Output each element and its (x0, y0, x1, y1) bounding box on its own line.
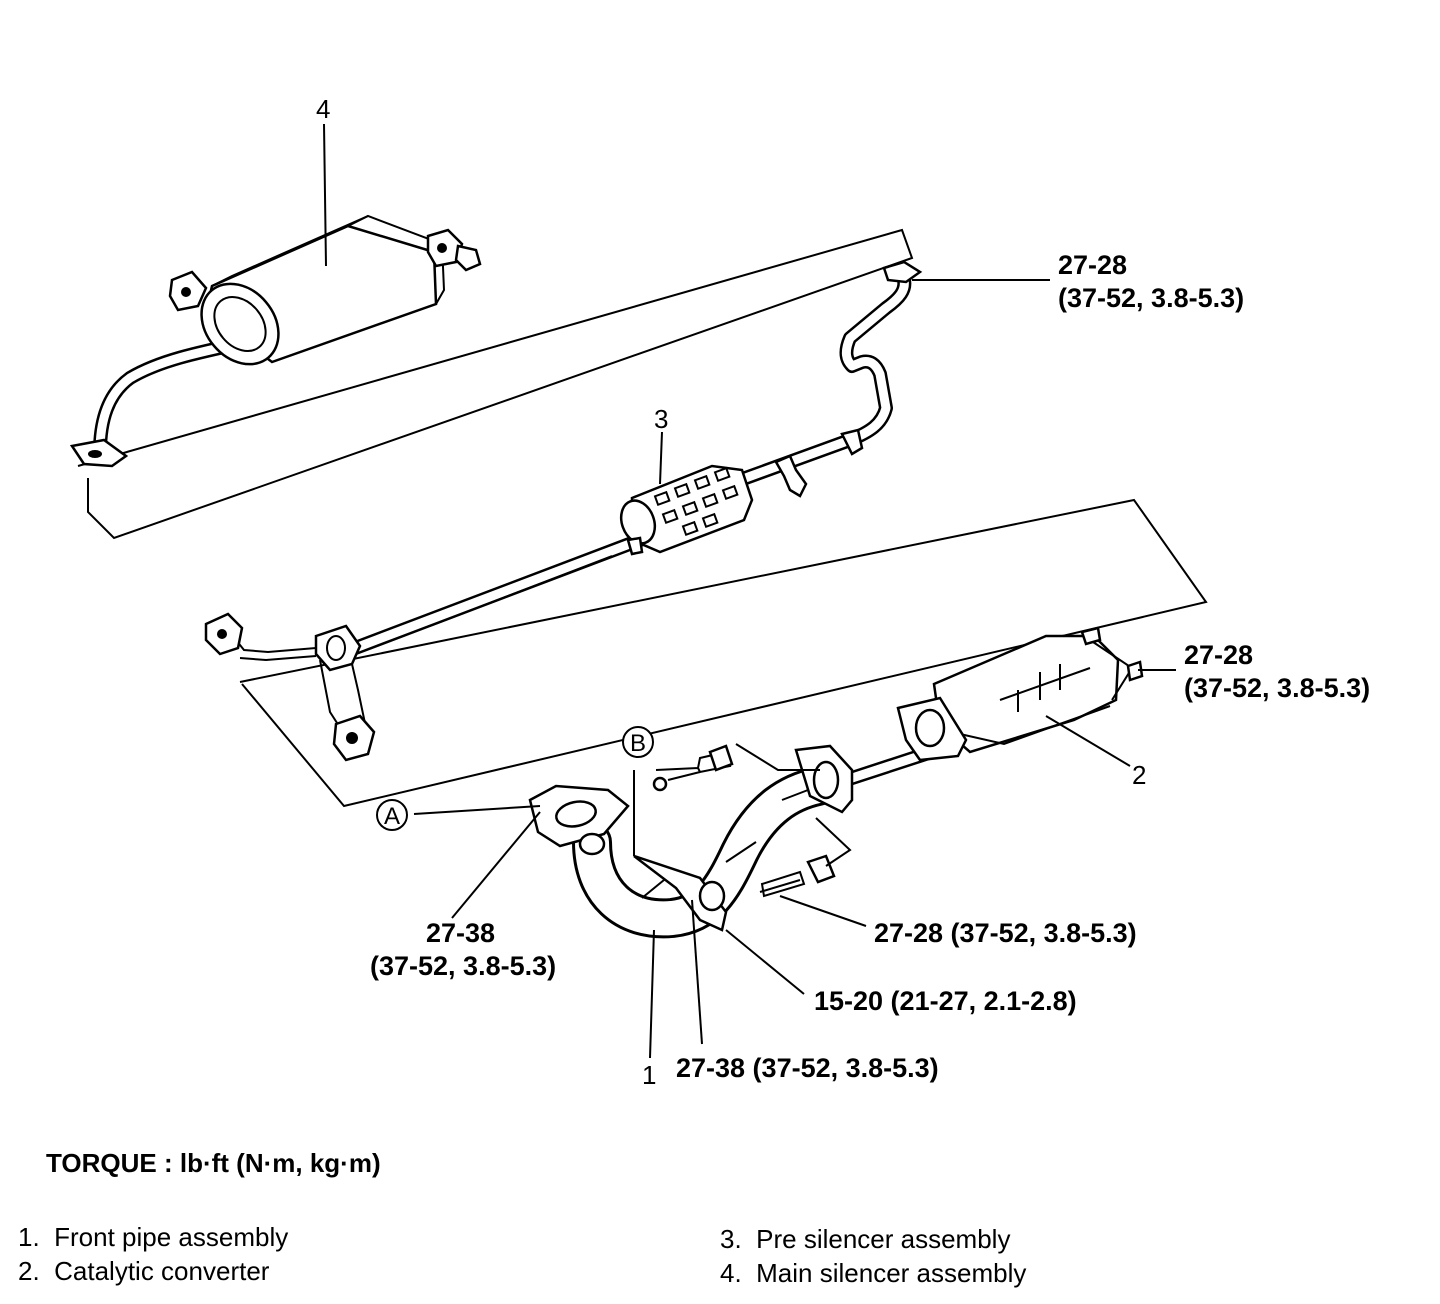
legend-item-4: 4. Main silencer assembly (720, 1258, 1027, 1288)
reference-b-label: B (630, 730, 646, 757)
torque-rear-joint-line1: 27-28 (1058, 250, 1127, 280)
catalytic-converter (839, 626, 1144, 787)
legend-left-column: 1. Front pipe assembly 2. Catalytic conv… (18, 1220, 288, 1288)
legend-item-2: 2. Catalytic converter (18, 1256, 270, 1286)
reference-b-marker: B (622, 726, 654, 758)
torque-manifold-joint-line2: (37-52, 3.8-5.3) (370, 951, 556, 981)
front-pipe-assembly (528, 744, 854, 939)
torque-unit-note: TORQUE : lb·ft (N·m, kg·m) (46, 1148, 381, 1178)
legend-item-3: 3. Pre silencer assembly (720, 1224, 1011, 1254)
callout-part-1: 1 (642, 1060, 656, 1090)
main-silencer-outline-box (77, 228, 914, 540)
torque-bracket-bolt: 15-20 (21-27, 2.1-2.8) (814, 986, 1077, 1016)
torque-cat-joint-line1: 27-28 (1184, 640, 1253, 670)
torque-cat-joint-line2: (37-52, 3.8-5.3) (1184, 673, 1370, 703)
torque-manifold-joint-line1: 27-38 (426, 918, 495, 948)
reference-a-marker: A (376, 799, 408, 831)
torque-mid-bolt: 27-28 (37-52, 3.8-5.3) (874, 918, 1137, 948)
exhaust-system-diagram: 4 3 2 1 A B 27-28 (37-52, 3.8-5.3) 27-28… (69, 94, 1370, 1090)
pre-silencer-assembly (204, 260, 923, 762)
callout-part-4: 4 (316, 94, 330, 124)
reference-a-label: A (384, 803, 400, 830)
torque-rear-joint-line2: (37-52, 3.8-5.3) (1058, 283, 1244, 313)
torque-front-bolt: 27-38 (37-52, 3.8-5.3) (676, 1053, 939, 1083)
leader-lines (323, 123, 1176, 1059)
callout-part-2: 2 (1132, 760, 1146, 790)
callout-part-3: 3 (654, 404, 668, 434)
legend-right-column: 3. Pre silencer assembly 4. Main silence… (720, 1222, 1026, 1290)
main-silencer-assembly (69, 214, 482, 468)
legend-item-1: 1. Front pipe assembly (18, 1222, 289, 1252)
pre-silencer-outline-box (239, 498, 1208, 808)
